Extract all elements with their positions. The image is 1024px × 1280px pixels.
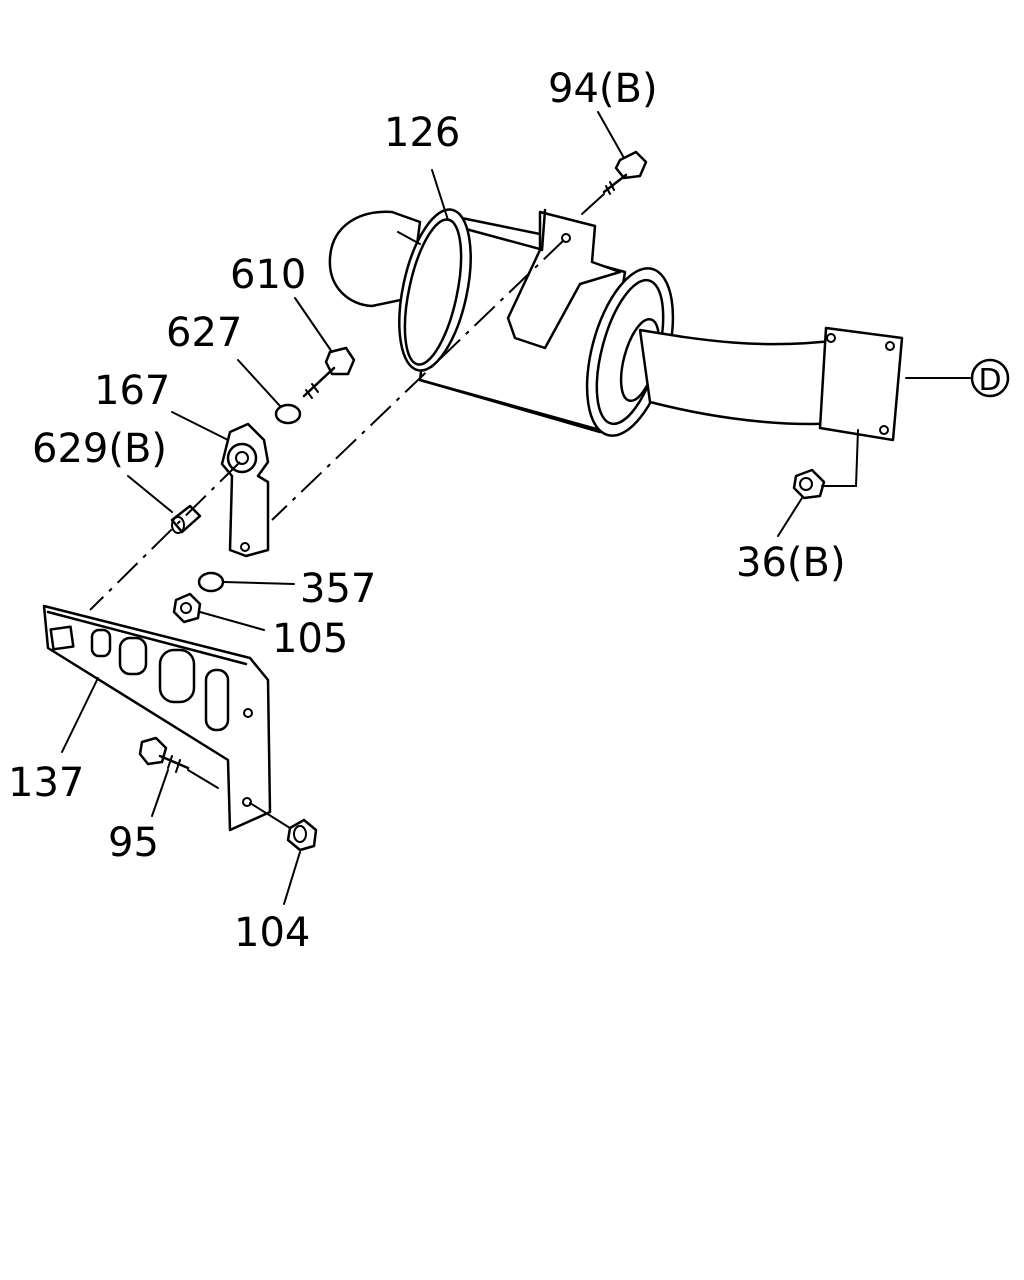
label-627: 627 — [166, 310, 242, 356]
centerlines — [89, 239, 565, 611]
bracket-137 — [42, 604, 272, 832]
part-labels: 94(B) 126 610 627 167 629(B) 357 105 137… — [8, 66, 846, 956]
label-357: 357 — [300, 566, 376, 612]
label-36: 36(B) — [736, 540, 846, 586]
nut-104 — [249, 802, 318, 852]
label-610: 610 — [230, 252, 306, 298]
label-167: 167 — [94, 368, 170, 414]
washer-357 — [197, 571, 225, 593]
bolt-610 — [302, 346, 356, 399]
bolt-94 — [581, 150, 648, 215]
reference-d-label: D — [978, 363, 1001, 398]
label-137: 137 — [8, 760, 84, 806]
label-105: 105 — [272, 616, 348, 662]
muffler — [328, 208, 904, 442]
collar-629 — [170, 504, 202, 534]
nut-105 — [172, 592, 202, 624]
nut-36 — [792, 468, 826, 500]
washer-627 — [274, 403, 302, 425]
label-94: 94(B) — [548, 66, 658, 112]
label-104: 104 — [234, 910, 310, 956]
label-629: 629(B) — [32, 426, 167, 472]
label-126: 126 — [384, 110, 460, 156]
mount-bracket-167 — [220, 422, 270, 558]
bolt-95 — [138, 736, 219, 789]
leader-lines — [61, 111, 971, 905]
reference-d-marker: D — [970, 358, 1010, 398]
label-95: 95 — [108, 820, 159, 866]
